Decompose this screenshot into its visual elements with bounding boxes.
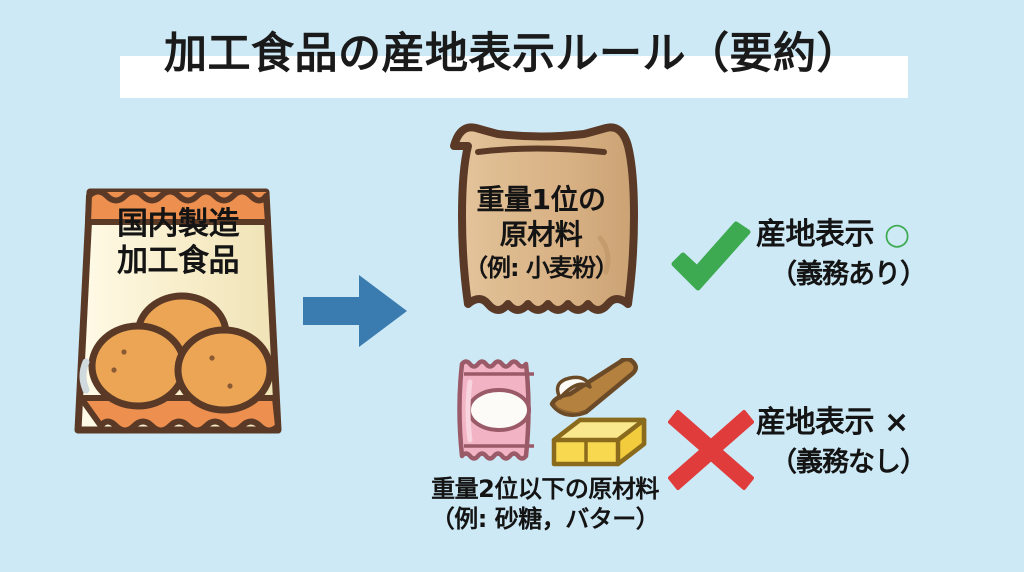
cross-mark-svg [668, 410, 754, 490]
cross-mark-icon [668, 408, 754, 494]
butter-block-icon [551, 417, 647, 467]
sugar-bag-highlight [465, 379, 473, 443]
arrow-right-icon [303, 275, 407, 347]
check-mark-shape [671, 221, 751, 291]
check-mark-svg [671, 221, 751, 291]
sack-label-line1: 重量1位の [476, 183, 606, 216]
sack-seam-line [475, 145, 607, 155]
title-area: 加工食品の産地表示ルール（要約） [0, 18, 1024, 98]
package-top-zigzag [85, 188, 271, 225]
snack-piece-left [88, 322, 188, 410]
result-text-mandatory: 産地表示 ○ （義務あり） [756, 214, 1006, 294]
package-crimp-highlight [79, 358, 90, 394]
result-label-not-mandatory: 産地表示 [756, 405, 875, 440]
arrow-shape [303, 275, 407, 347]
package-illustration [74, 188, 282, 434]
snack-speck [121, 349, 127, 355]
result-line2-mandatory: （義務あり） [770, 259, 927, 290]
title-highlight-band [120, 56, 908, 98]
sack-label-line2: 原材料 [499, 218, 583, 251]
snack-pieces [88, 292, 274, 414]
result-text-not-mandatory: 産地表示 × （義務なし） [756, 402, 1006, 482]
sack-fold-shadow [597, 235, 611, 275]
sugar-bag-icon [457, 359, 534, 461]
result-line1-mandatory: 産地表示 ○ [756, 214, 1006, 256]
sack-body [450, 123, 638, 314]
spoon-sugar-top [555, 375, 592, 400]
result-line1-not-mandatory: 産地表示 × [756, 402, 1006, 444]
result-line2-not-mandatory: （義務なし） [770, 447, 927, 478]
snack-speck [209, 355, 215, 361]
package-label-line2: 加工食品 [117, 243, 240, 279]
circle-symbol-icon: ○ [883, 217, 910, 252]
minor-ingredients-icons [457, 356, 647, 467]
cross-symbol-icon: × [883, 405, 909, 440]
minor-caption-line1: 重量2位以下の原材料 [431, 475, 659, 503]
minor-caption-line2: （例: 砂糖，バター） [430, 505, 660, 533]
result-label-mandatory: 産地表示 [756, 217, 875, 252]
package-label: 国内製造 加工食品 [72, 206, 284, 280]
result-row-not-mandatory: 産地表示 × （義務なし） [668, 402, 1008, 512]
sack-label-line3: （例: 小麦粉） [464, 254, 619, 282]
main-ingredient-sack: 重量1位の 原材料 （例: 小麦粉） [430, 116, 652, 334]
minor-ingredients-caption: 重量2位以下の原材料 （例: 砂糖，バター） [375, 474, 715, 534]
snack-speck [227, 383, 233, 389]
sugar-bag-label-oval [467, 388, 531, 432]
package-label-line1: 国内製造 [117, 206, 240, 242]
check-mark-icon [668, 220, 754, 306]
result-row-mandatory: 産地表示 ○ （義務あり） [668, 214, 1008, 324]
spoon-bowl-shadow [552, 404, 586, 414]
snack-speck [111, 367, 117, 373]
minor-ingredients-illustration [448, 356, 648, 470]
sack-illustration [450, 123, 638, 314]
flow-arrow [303, 273, 407, 349]
page-title: 加工食品の産地表示ルール（要約） [164, 29, 860, 79]
sugar-spoon-icon [549, 356, 638, 417]
cross-mark-shape [668, 410, 754, 490]
butter-side-face [615, 417, 647, 467]
sack-label: 重量1位の 原材料 （例: 小麦粉） [430, 182, 652, 284]
domestic-processed-food-package: 国内製造 加工食品 [72, 174, 284, 448]
snack-piece-right [174, 326, 274, 414]
